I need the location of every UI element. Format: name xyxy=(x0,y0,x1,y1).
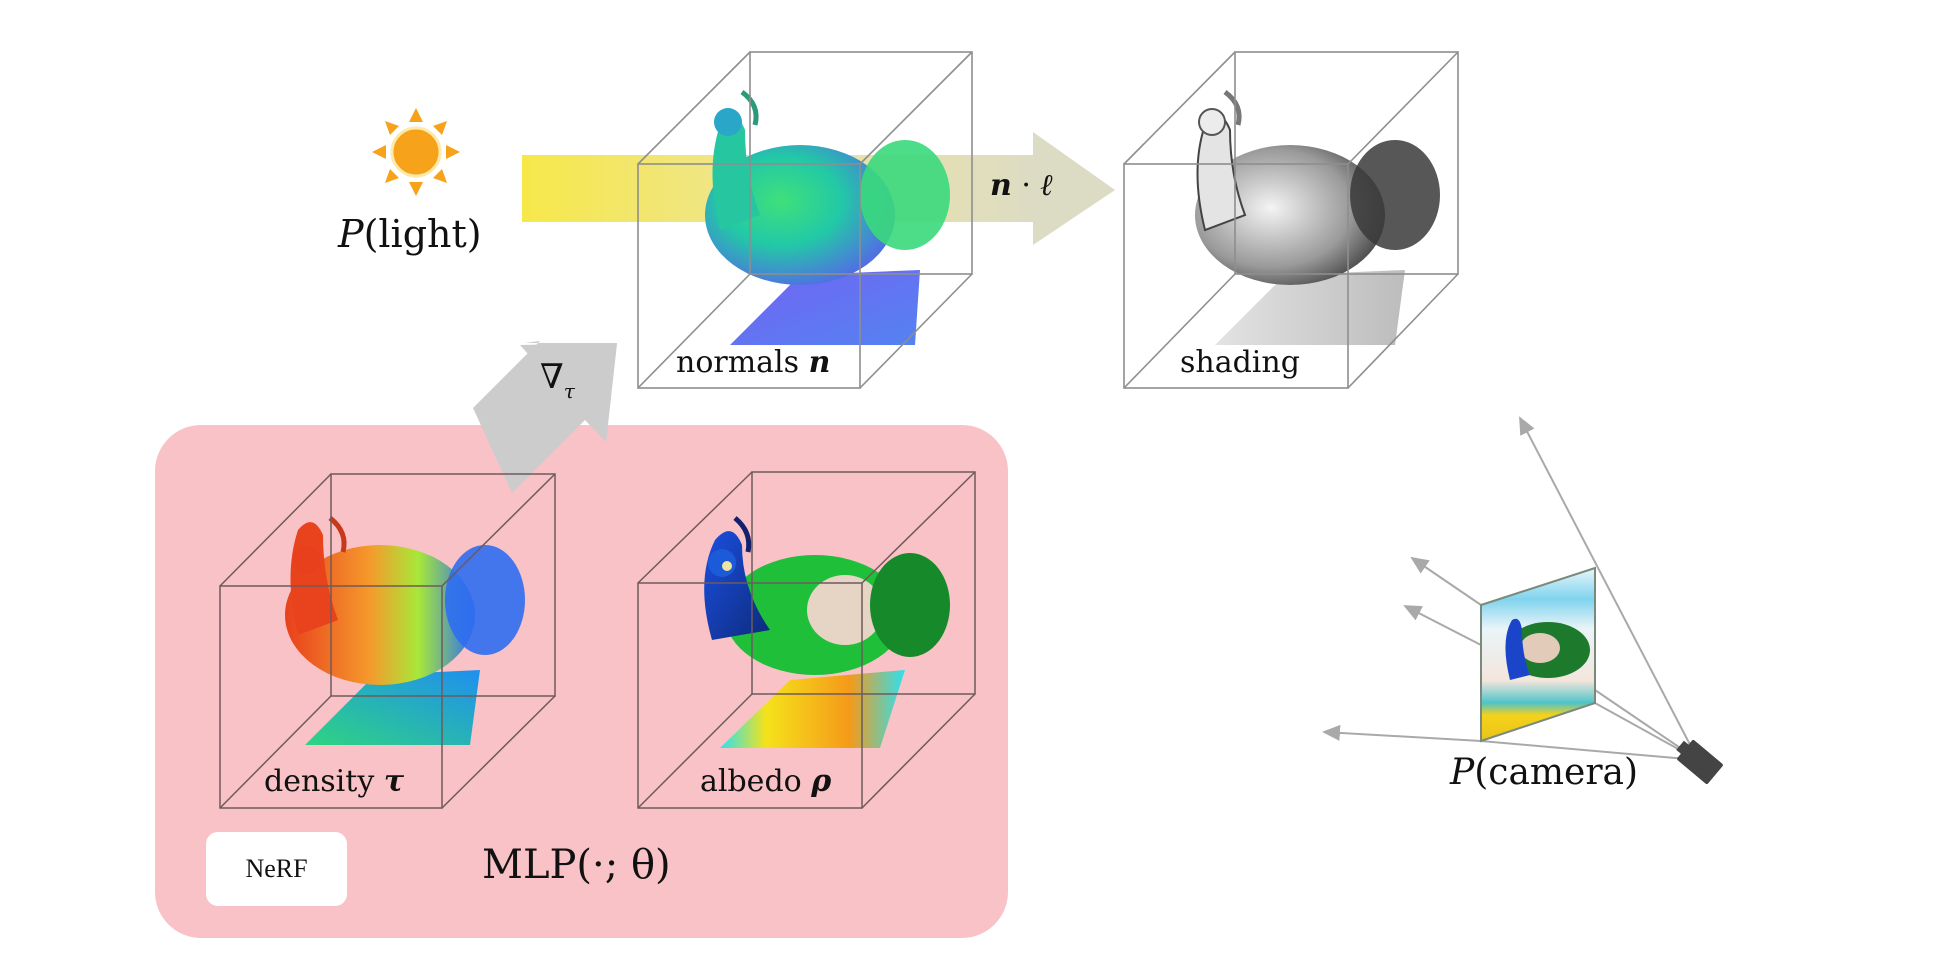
gradient-arrow xyxy=(473,341,617,493)
sun-icon xyxy=(372,108,460,196)
shading-cube xyxy=(1123,51,1459,389)
albedo-peacock xyxy=(704,516,950,748)
mlp-label: MLP(·; θ) xyxy=(482,842,671,888)
light-label-prefix: P xyxy=(338,212,364,256)
albedo-cube xyxy=(637,471,976,809)
shading-label-text: shading xyxy=(1180,345,1300,380)
density-cube xyxy=(219,473,556,809)
dot-operator: · xyxy=(1021,168,1031,203)
normals-label: normals n xyxy=(676,345,830,380)
light-label: P(light) xyxy=(338,212,482,256)
shading-peacock xyxy=(1195,89,1440,345)
nabla-symbol: ∇ xyxy=(540,357,564,397)
gradient-label: ∇τ xyxy=(540,357,575,403)
nerf-badge: NeRF xyxy=(206,832,347,906)
density-symbol: τ xyxy=(383,764,405,799)
normals-symbol: n xyxy=(808,345,831,380)
density-peacock xyxy=(285,516,525,745)
normals-peacock xyxy=(705,89,950,345)
density-label: density τ xyxy=(264,764,404,799)
shading-label: shading xyxy=(1180,345,1300,380)
nabla-subscript: τ xyxy=(563,379,575,403)
camera-label-prefix: P xyxy=(1450,752,1475,793)
albedo-label-text: albedo xyxy=(700,764,802,799)
normals-cube xyxy=(637,51,973,389)
dot-n: n xyxy=(990,168,1012,203)
camera-rig xyxy=(1322,416,1723,784)
image-plane xyxy=(1480,566,1596,743)
normals-label-text: normals xyxy=(676,345,800,380)
camera-label: P(camera) xyxy=(1450,752,1638,793)
albedo-symbol: ρ xyxy=(811,764,832,799)
density-label-text: density xyxy=(264,764,375,799)
dot-l: ℓ xyxy=(1040,168,1054,203)
camera-icon xyxy=(1676,740,1723,784)
light-label-arg: (light) xyxy=(363,212,482,256)
dot-product-label: n · ℓ xyxy=(990,168,1053,203)
camera-label-arg: (camera) xyxy=(1474,752,1639,793)
albedo-label: albedo ρ xyxy=(700,764,831,799)
